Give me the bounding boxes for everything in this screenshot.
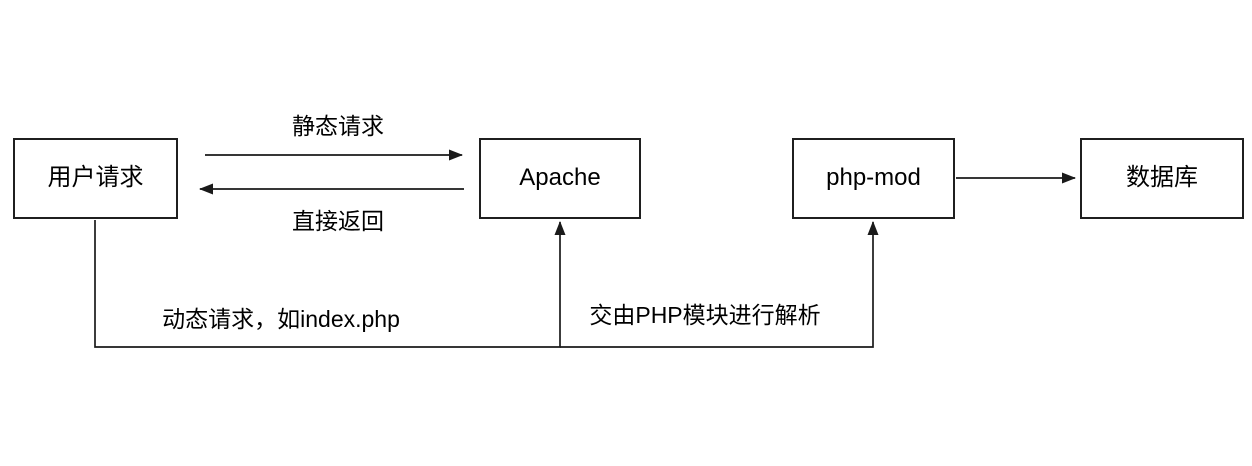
node-database[interactable]: 数据库: [1080, 138, 1244, 219]
edge-dynamic-request-arrow: [94, 220, 566, 348]
node-apache[interactable]: Apache: [479, 138, 641, 219]
edge-php-parse-arrow: [560, 221, 879, 348]
edge-label-direct-return: 直接返回: [289, 208, 387, 236]
node-user-request-label: 用户请求: [47, 164, 144, 192]
edge-label-dynamic-request: 动态请求，如index.php: [159, 306, 403, 334]
node-database-label: 数据库: [1126, 164, 1198, 192]
edge-label-php-parse: 交由PHP模块进行解析: [586, 302, 824, 330]
edge-label-static-request: 静态请求: [289, 113, 387, 141]
node-user-request[interactable]: 用户请求: [13, 138, 178, 219]
node-php-mod-label: php-mod: [826, 164, 921, 192]
node-apache-label: Apache: [519, 164, 601, 192]
node-php-mod[interactable]: php-mod: [792, 138, 955, 219]
